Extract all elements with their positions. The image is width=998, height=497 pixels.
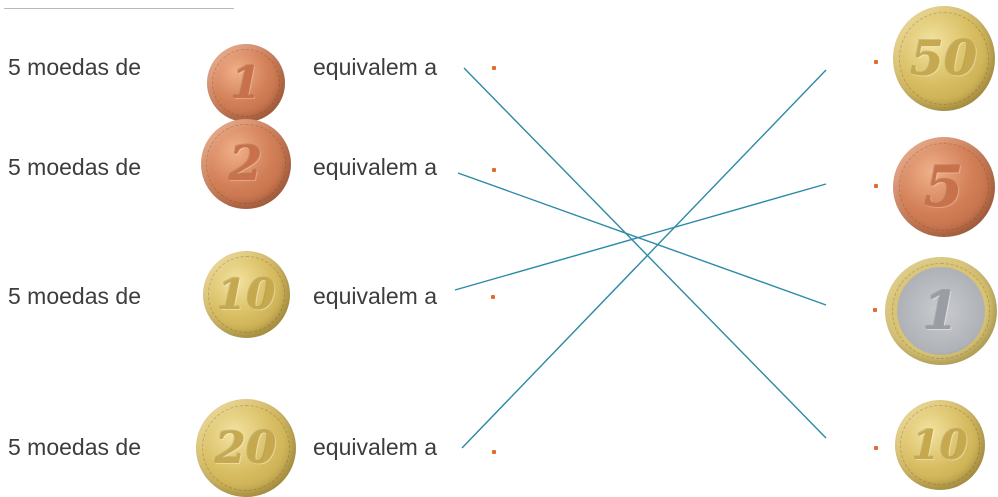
header-fragment bbox=[4, 0, 234, 9]
right-connector-dot-1[interactable] bbox=[874, 60, 878, 64]
left-connector-dot-2[interactable] bbox=[492, 168, 496, 172]
left-row-2: 5 moedas de 2 equivalem a bbox=[0, 119, 520, 219]
right-connector-dot-4[interactable] bbox=[874, 446, 878, 450]
right-connector-dot-3[interactable] bbox=[873, 308, 877, 312]
left-row-4: 5 moedas de 20 equivalem a bbox=[0, 395, 520, 497]
coin-5-cent-icon: 5 bbox=[893, 137, 995, 237]
left-connector-dot-1[interactable] bbox=[492, 66, 496, 70]
match-line-1 bbox=[463, 67, 827, 439]
row-suffix: equivalem a bbox=[313, 434, 438, 460]
coin-1-cent-icon: 1 bbox=[207, 44, 285, 122]
row-suffix: equivalem a bbox=[313, 54, 438, 80]
left-row-3: 5 moedas de 10 equivalem a bbox=[0, 240, 520, 340]
right-connector-dot-2[interactable] bbox=[874, 184, 878, 188]
coin-2-cent-icon: 2 bbox=[201, 119, 291, 209]
row-suffix: equivalem a bbox=[313, 154, 438, 180]
match-line-4 bbox=[461, 69, 827, 449]
coin-10-cent-icon: 10 bbox=[203, 251, 290, 338]
left-row-1: 5 moedas de 1 equivalem a bbox=[0, 18, 520, 122]
coin-10-cent-icon-right: 10 bbox=[895, 400, 985, 490]
coin-20-cent-icon: 20 bbox=[196, 399, 296, 497]
coin-50-cent-icon: 50 bbox=[893, 6, 995, 111]
left-connector-dot-3[interactable] bbox=[491, 295, 495, 299]
row-prefix: 5 moedas de bbox=[8, 154, 141, 180]
match-line-3 bbox=[454, 183, 827, 291]
match-line-2 bbox=[457, 172, 827, 306]
coin-1-euro-icon: 1 bbox=[885, 257, 997, 365]
row-prefix: 5 moedas de bbox=[8, 434, 141, 460]
row-prefix: 5 moedas de bbox=[8, 283, 141, 309]
left-connector-dot-4[interactable] bbox=[492, 450, 496, 454]
row-prefix: 5 moedas de bbox=[8, 54, 141, 80]
row-suffix: equivalem a bbox=[313, 283, 438, 309]
